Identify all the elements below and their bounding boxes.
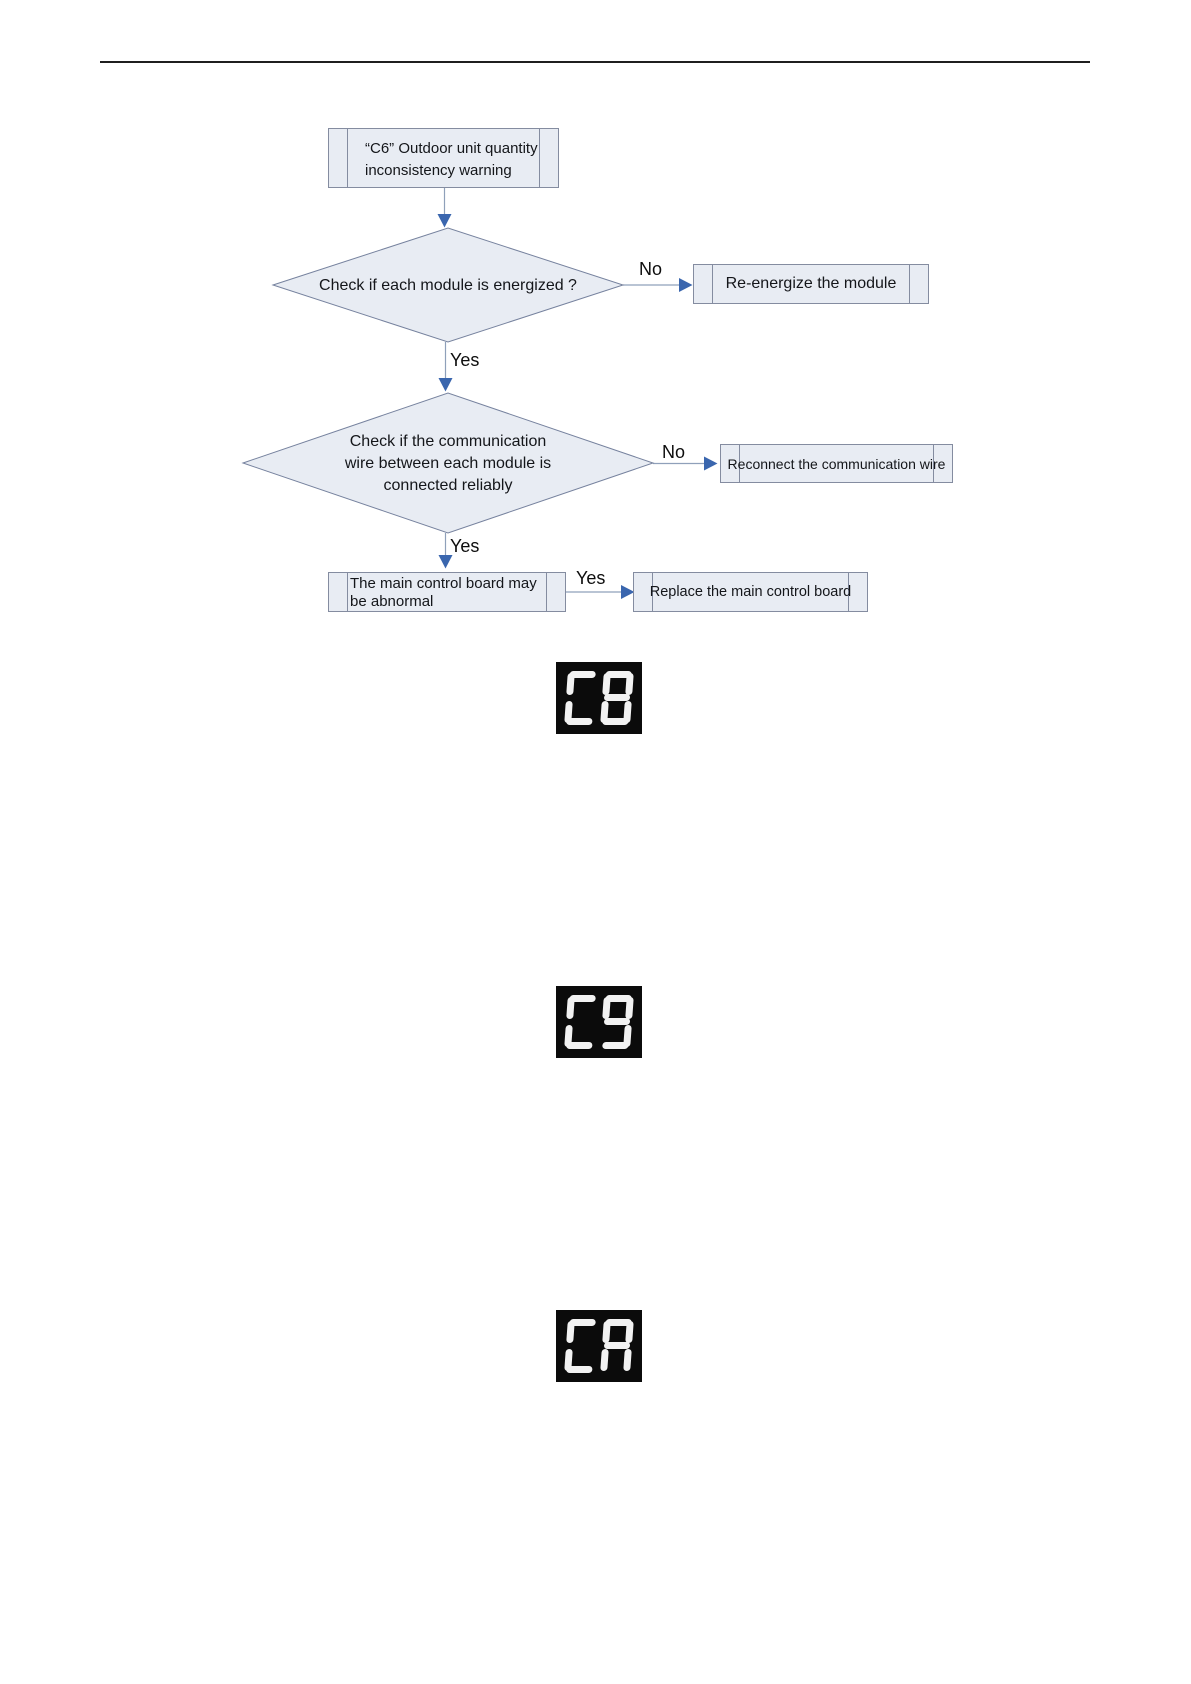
process-side-bar	[909, 265, 910, 303]
arrowhead-right-3	[621, 585, 635, 599]
seven-segment-digit	[600, 671, 634, 725]
flow-node-start: “C6” Outdoor unit quantity inconsistency…	[328, 128, 559, 188]
process-side-bar	[347, 129, 348, 187]
conclusion-line2: be abnormal	[350, 593, 434, 610]
edge-label-no-2: No	[662, 442, 686, 462]
segment-f	[602, 997, 611, 1019]
decision2-diamond	[241, 392, 655, 534]
segment-b	[625, 997, 634, 1019]
seven-segment-digit	[564, 671, 598, 725]
process-side-bar	[848, 573, 849, 611]
arrowhead-right-2	[704, 456, 718, 471]
decision1-text: Check if each module is energized ?	[319, 277, 577, 294]
remedy1-text: Re-energize the module	[725, 275, 897, 292]
segment-d	[602, 1042, 629, 1049]
start-node-line2: inconsistency warning	[365, 162, 512, 179]
process-side-bar	[539, 129, 540, 187]
process-side-bar	[546, 573, 547, 611]
seven-segment-digit	[600, 1319, 634, 1373]
segment-e	[600, 1349, 609, 1371]
arrowhead-down-3	[438, 555, 453, 569]
flow-lines	[443, 188, 705, 593]
segment-g	[603, 1342, 631, 1349]
flow-node-remedy-replace-board: Replace the main control board	[633, 572, 868, 612]
segment-f	[602, 673, 611, 695]
remedy2-text: Reconnect the communication wire	[727, 455, 946, 472]
remedy3-text: Replace the main control board	[649, 584, 852, 600]
segment-c	[623, 1349, 632, 1371]
edge-label-yes-2: Yes	[450, 536, 480, 556]
segment-f	[566, 673, 575, 695]
process-side-bar	[712, 265, 713, 303]
arrowhead-down-2	[438, 378, 453, 392]
process-side-bar	[347, 573, 348, 611]
segment-f	[566, 1321, 575, 1343]
seven-segment-digit	[564, 995, 598, 1049]
error-code-display-c8	[556, 662, 642, 734]
decision2-line3: connected reliably	[383, 477, 513, 494]
conclusion-text: The main control board may be abnormal	[329, 573, 565, 611]
segment-f	[566, 997, 575, 1019]
seven-segment-digit	[600, 995, 634, 1049]
flow-node-remedy-reconnect: Reconnect the communication wire	[720, 444, 953, 483]
start-node-line1: “C6” Outdoor unit quantity	[365, 140, 538, 157]
edge-label-no-1: No	[639, 259, 663, 279]
process-side-bar	[652, 573, 653, 611]
segment-g	[603, 694, 631, 701]
flow-node-remedy-reenergize: Re-energize the module	[693, 264, 929, 304]
decision2-line1: Check if the communication	[349, 433, 547, 450]
segment-b	[625, 673, 634, 695]
segment-g	[603, 1018, 631, 1025]
arrowhead-down-1	[437, 214, 452, 228]
error-code-display-ca	[556, 1310, 642, 1382]
flow-node-conclusion: The main control board may be abnormal	[328, 572, 566, 612]
error-code-display-c9	[556, 986, 642, 1058]
start-node-text: “C6” Outdoor unit quantity inconsistency…	[329, 129, 558, 187]
page-top-rule	[100, 61, 1090, 63]
segment-b	[625, 1321, 634, 1343]
process-side-bar	[739, 445, 740, 482]
segment-f	[602, 1321, 611, 1343]
seven-segment-digit	[564, 1319, 598, 1373]
arrowhead-right-1	[679, 278, 693, 292]
decision2-line2: wire between each module is	[344, 455, 552, 472]
decision1-diamond	[271, 227, 625, 343]
process-side-bar	[933, 445, 934, 482]
edge-label-yes-1: Yes	[450, 350, 480, 370]
conclusion-line1: The main control board may	[350, 575, 537, 592]
arrowheads	[437, 214, 718, 599]
decision2-text: Check if the communication wire between …	[298, 431, 598, 497]
edge-label-yes-3: Yes	[576, 568, 606, 588]
